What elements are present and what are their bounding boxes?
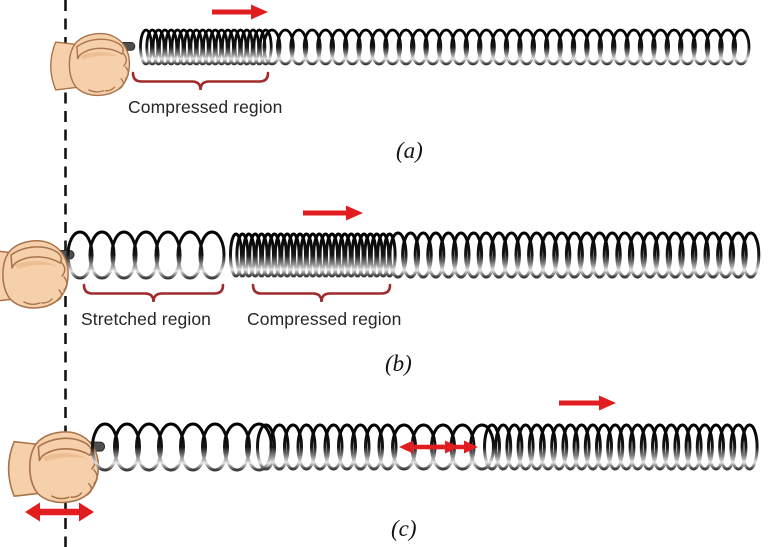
panel-a (50, 4, 751, 97)
propagation-arrow-a-icon (212, 4, 268, 20)
compressed-brace-a (131, 71, 270, 91)
spring-a (139, 28, 751, 66)
panel-b (0, 205, 761, 309)
hand-c-icon (7, 431, 106, 504)
coil-oscillation-arrow-icon (399, 440, 478, 454)
propagation-arrow-c-icon (559, 395, 616, 411)
stretched-brace-b (82, 283, 225, 303)
panel-letter-a: (a) (396, 138, 423, 163)
stretched-region-label-b: Stretched region (81, 309, 212, 329)
panel-letter-b: (b) (385, 351, 412, 376)
spring-c (91, 422, 759, 472)
compressed-region-label-b: Compressed region (247, 309, 402, 329)
hand-a-icon (50, 32, 136, 97)
compressed-brace-b (251, 283, 392, 303)
propagation-arrow-b-icon (303, 205, 363, 221)
panel-c (7, 395, 759, 522)
spring-b (66, 230, 761, 280)
hand-oscillation-arrow-icon (25, 502, 94, 522)
hand-b-icon (0, 240, 75, 309)
panel-letter-c: (c) (391, 516, 417, 541)
compressed-region-label-a: Compressed region (128, 97, 283, 117)
